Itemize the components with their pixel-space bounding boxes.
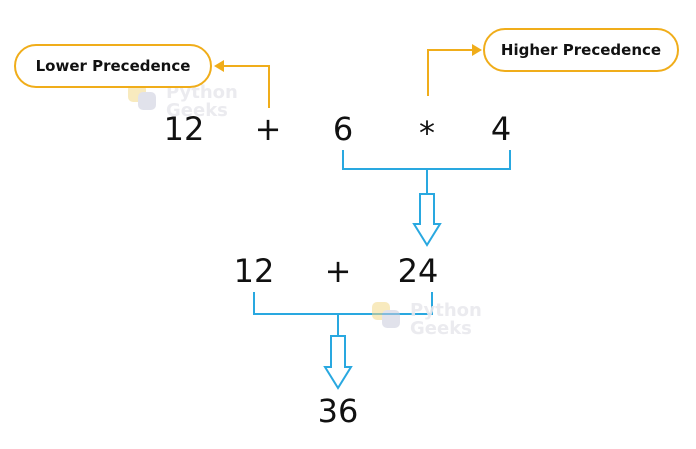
higher-precedence-arrowhead <box>472 44 482 56</box>
watermark-line-1: Python <box>410 300 482 321</box>
lower-precedence-pointer <box>222 65 270 108</box>
expr1-multiply-operator: * <box>419 114 435 152</box>
higher-precedence-pointer <box>427 49 474 96</box>
addition-bracket <box>253 292 433 315</box>
watermark-logo-icon-2 <box>372 302 400 328</box>
multiplication-bracket <box>342 150 511 170</box>
expr2-operand-12: 12 <box>233 252 275 290</box>
watermark-line-2: Geeks <box>166 100 228 121</box>
expr1-plus-operator: + <box>254 110 282 148</box>
result-value: 36 <box>317 392 359 430</box>
expr1-operand-6: 6 <box>332 110 354 148</box>
expr1-operand-12: 12 <box>163 110 205 148</box>
watermark-line-1: Python <box>166 82 238 103</box>
expr1-operand-4: 4 <box>490 110 512 148</box>
watermark-line-2: Geeks <box>410 318 472 339</box>
expr2-operand-24: 24 <box>397 252 439 290</box>
lower-precedence-arrowhead <box>214 60 224 72</box>
lower-precedence-label: Lower Precedence <box>14 44 212 88</box>
higher-precedence-label: Higher Precedence <box>483 28 679 72</box>
down-arrow-1 <box>412 193 442 247</box>
down-arrow-2 <box>323 335 353 390</box>
watermark-2: Python Geeks <box>410 302 482 338</box>
watermark-logo-icon-1 <box>128 84 156 110</box>
watermark-1: Python Geeks <box>166 84 238 120</box>
expr2-plus-operator: + <box>324 252 352 290</box>
